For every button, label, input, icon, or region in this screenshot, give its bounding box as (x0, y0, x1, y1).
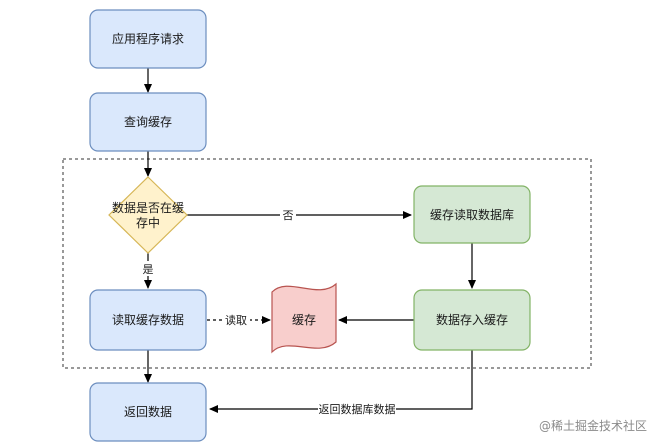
dashed-group-frame (62, 158, 592, 369)
node-store-cache (413, 289, 531, 351)
node-decision-label-line2: 存中 (136, 215, 160, 230)
node-read-db-label: 缓存读取数据库 (430, 207, 514, 222)
node-read-cache-label: 读取缓存数据 (112, 312, 184, 327)
edge-store-to-return (209, 350, 473, 413)
node-return-data-label: 返回数据 (124, 404, 172, 419)
edge-label-return-db: 返回数据库数据 (319, 402, 396, 416)
node-query-cache-label: 查询缓存 (124, 115, 172, 129)
node-store-cache-label: 数据存入缓存 (436, 312, 508, 327)
edge-label-read: 读取 (225, 313, 247, 327)
node-query-cache (89, 92, 207, 152)
node-decision (108, 176, 188, 254)
node-app-request (89, 9, 207, 69)
node-cache (271, 282, 337, 354)
node-decision-label-line1: 数据是否在缓 (112, 200, 184, 215)
edge-label-yes: 是 (143, 263, 154, 276)
watermark: @稀土掘金技术社区 (539, 418, 647, 433)
node-return-data (89, 382, 207, 442)
node-cache-label: 缓存 (292, 313, 316, 327)
edge-label-no: 否 (283, 209, 294, 222)
node-read-cache (89, 289, 207, 351)
node-read-db (413, 185, 531, 244)
node-app-request-label: 应用程序请求 (112, 31, 184, 46)
